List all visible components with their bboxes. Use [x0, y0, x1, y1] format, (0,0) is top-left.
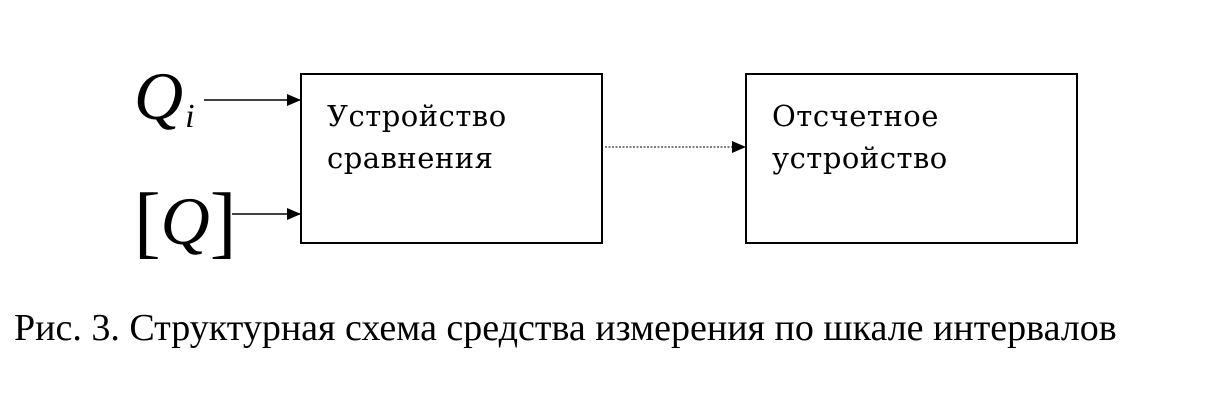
- unit-open-bracket: [: [134, 178, 161, 266]
- unit-close-bracket: ]: [209, 178, 237, 266]
- measured-subscript: i: [185, 98, 195, 135]
- comparison-device-block: Устройство сравнения: [300, 73, 603, 244]
- unit-symbol: Q: [160, 183, 210, 259]
- readout-device-block: Отсчетное устройство: [745, 73, 1078, 244]
- input-measured-quantity: Qi: [134, 62, 195, 134]
- comparison-device-label: Устройство сравнения: [327, 99, 507, 175]
- readout-device-label: Отсчетное устройство: [772, 99, 948, 175]
- input-unit-quantity: [Q]: [134, 178, 236, 262]
- measured-symbol: Q: [134, 58, 184, 134]
- figure-caption: Рис. 3. Структурная схема средства измер…: [14, 307, 1117, 349]
